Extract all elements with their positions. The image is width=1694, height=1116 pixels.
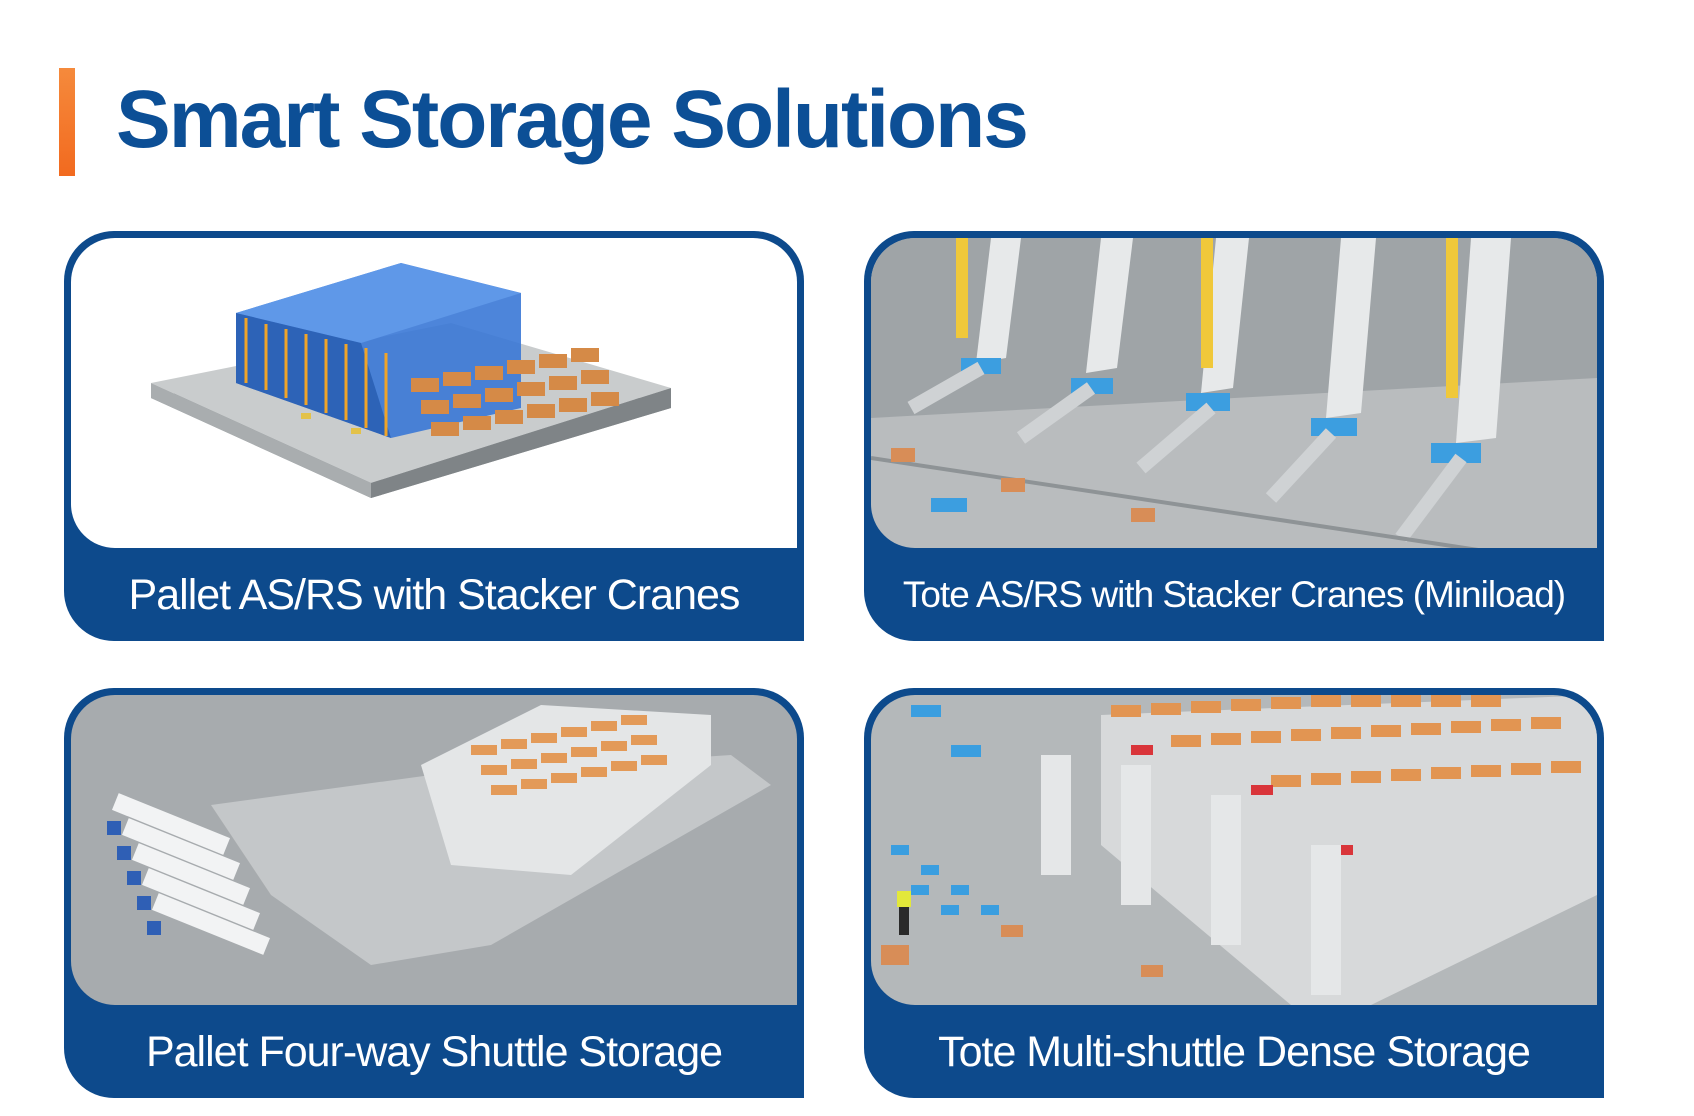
solution-card-tote-multi-shuttle: Tote Multi-shuttle Dense Storage	[864, 688, 1604, 1098]
solution-card-pallet-four-way-shuttle: Pallet Four-way Shuttle Storage	[64, 688, 804, 1098]
solution-caption: Pallet Four-way Shuttle Storage	[145, 1027, 723, 1076]
tote-multi-shuttle-image	[871, 695, 1597, 1005]
solution-card-tote-asrs-miniload: Tote AS/RS with Stacker Cranes (Miniload…	[864, 231, 1604, 641]
solution-caption: Tote Multi-shuttle Dense Storage	[938, 1027, 1531, 1076]
pallet-asrs-image	[71, 238, 797, 548]
solution-caption: Pallet AS/RS with Stacker Cranes	[128, 570, 741, 619]
title-accent-bar	[59, 68, 75, 176]
solution-card-pallet-asrs: Pallet AS/RS with Stacker Cranes	[64, 231, 804, 641]
pallet-four-way-shuttle-image	[71, 695, 797, 1005]
tote-asrs-miniload-image	[871, 238, 1597, 548]
solution-caption: Tote AS/RS with Stacker Cranes (Miniload…	[902, 574, 1566, 615]
page-title: Smart Storage Solutions	[116, 74, 1029, 165]
